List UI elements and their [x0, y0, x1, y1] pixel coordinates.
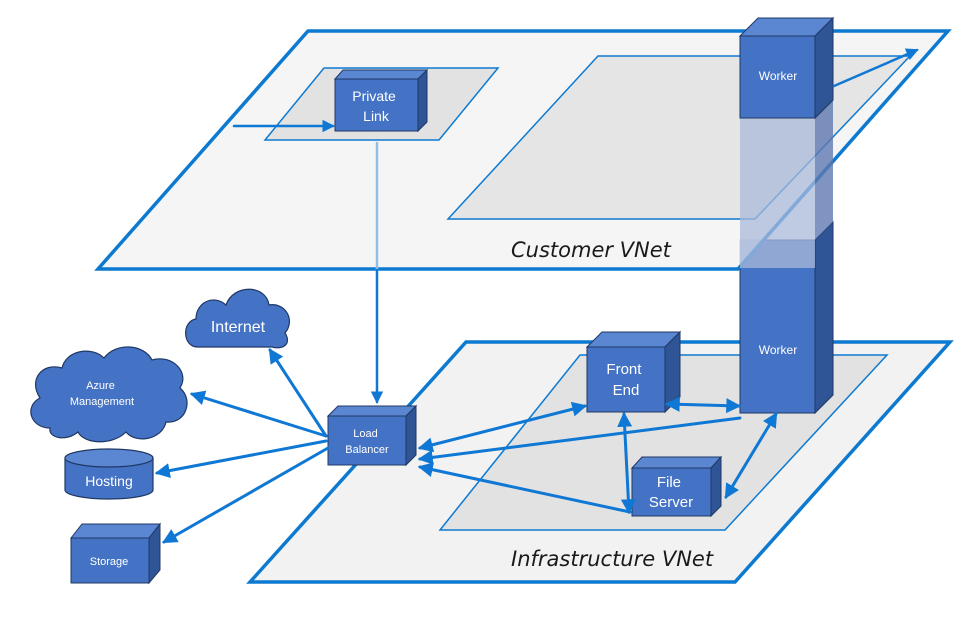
worker-pillar-lower: Worker: [739, 220, 834, 415]
file-server-to-lb-arrow: [417, 462, 632, 514]
lb-to-azure-management-arrow: [189, 390, 328, 438]
worker-top-box: Worker: [738, 16, 835, 120]
worker-file-server-arrow: [724, 412, 778, 499]
front-end-file-server-arrow: [617, 411, 636, 515]
load-balancer-box: Load Balancer: [326, 404, 418, 467]
private-link-box: Private Link: [333, 68, 429, 133]
internet-cloud: Internet: [185, 288, 290, 349]
file-server-box: File Server: [630, 455, 723, 518]
azure-management-label: Azure Management: [70, 380, 134, 408]
worker-top-label: Worker: [759, 69, 797, 83]
lb-to-storage-arrow: [162, 446, 330, 544]
lb-to-internet-arrow: [268, 348, 328, 438]
internet-label: Internet: [211, 319, 266, 336]
storage-label: Storage: [90, 556, 129, 568]
lb-to-hosting-arrow: [154, 439, 328, 478]
load-balancer-label: Load Balancer: [345, 428, 389, 456]
infrastructure-vnet-label: Infrastructure VNet: [511, 547, 714, 571]
front-end-box: Front End: [585, 330, 682, 414]
customer-vnet-label: Customer VNet: [511, 238, 672, 262]
worker-pillar-through-plane: [740, 100, 833, 268]
lb-front-end-arrow: [417, 401, 588, 453]
private-link-label: Private Link: [352, 88, 399, 124]
worker-to-lb-arrow: [417, 416, 742, 465]
connectors: [154, 48, 919, 544]
file-server-label: File Server: [649, 474, 693, 511]
worker-bottom-label: Worker: [759, 343, 797, 357]
hosting-cylinder: Hosting: [64, 448, 154, 500]
front-end-worker-arrow: [664, 396, 742, 414]
hosting-label: Hosting: [85, 473, 132, 489]
storage-box: Storage: [69, 522, 162, 585]
worker-outbound-arrow: [832, 48, 919, 88]
azure-management-cloud: Azure Management: [30, 346, 188, 443]
front-end-label: Front End: [606, 361, 645, 399]
